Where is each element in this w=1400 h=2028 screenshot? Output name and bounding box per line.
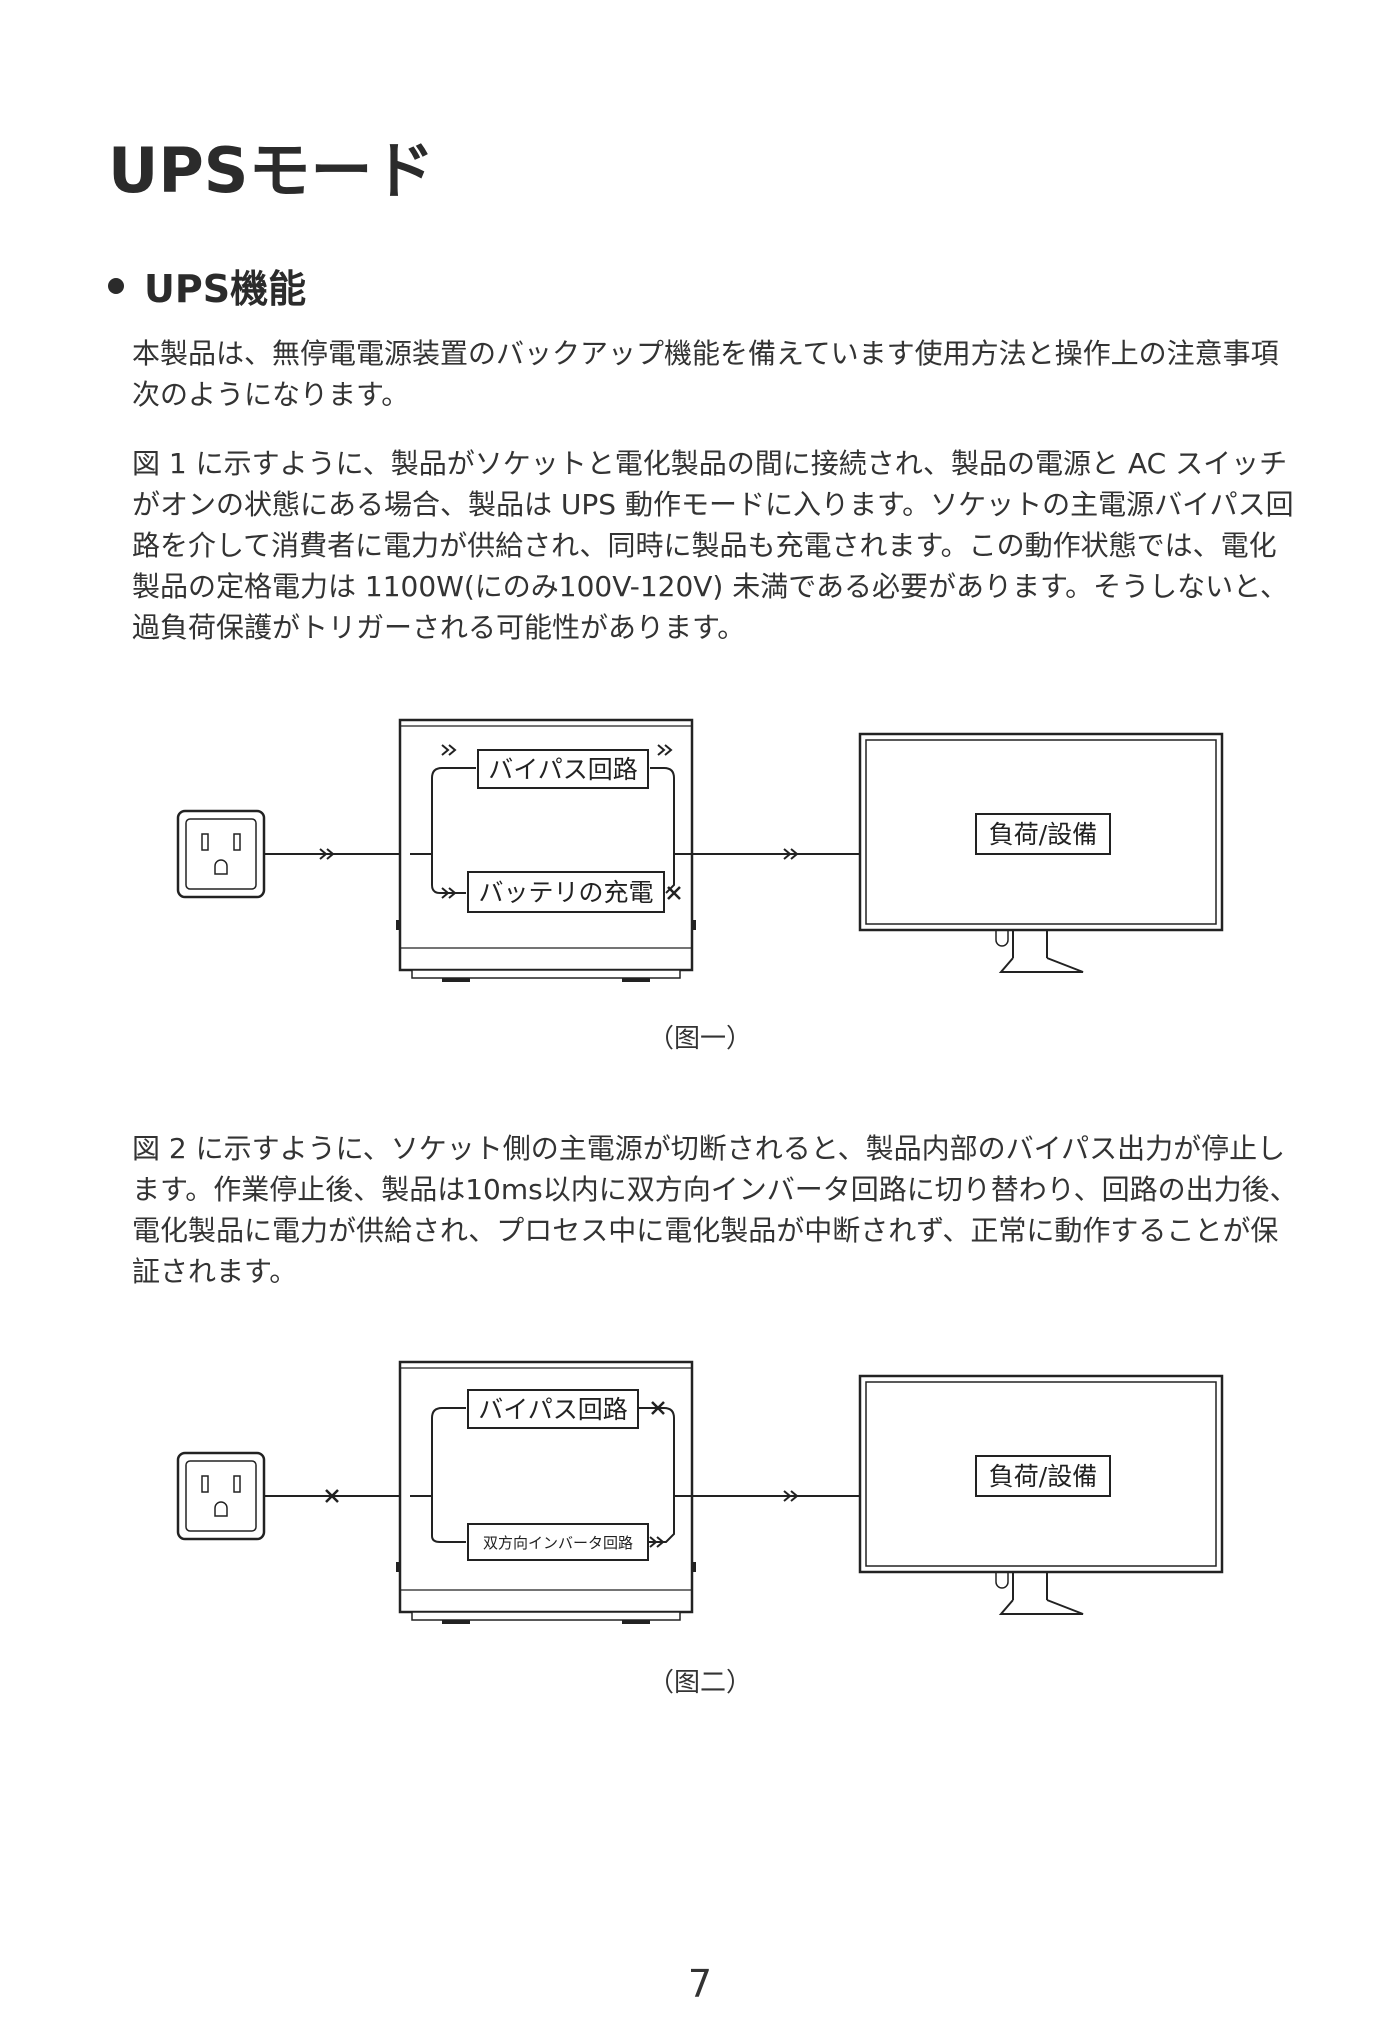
figure-1-diagram: バイパス回路 バッテリの充電 負荷/設備 [176,718,1224,982]
figure-2-diagram: バイパス回路 双方向インバータ回路 負荷/設備 [176,1360,1224,1624]
inverter-circuit-label: 双方向インバータ回路 [483,1534,633,1552]
bypass-circuit-label: バイパス回路 [488,755,638,784]
bullet-icon [108,277,124,294]
battery-charge-label: バッテリの充電 [478,878,653,907]
section-heading: UPS機能 [108,258,306,313]
figure1-description: 図 1 に示すように、製品がソケットと電化製品の間に接続され、製品の電源と AC… [132,447,1294,644]
wall-outlet-icon [176,809,266,899]
figure2-description: 図 2 に示すように、ソケット側の主電源が切断されると、製品内部のバイパス出力が… [132,1132,1298,1288]
load-equipment-label: 負荷/設備 [989,820,1097,849]
section-heading-text: UPS機能 [144,267,307,311]
figure-1-caption: （图一） [647,1024,752,1054]
intro-paragraph: 本製品は、無停電電源装置のバックアップ機能を備えています使用方法と操作上の注意事… [132,337,1279,411]
wall-outlet-icon [176,1451,266,1541]
figure-2-caption: （图二） [647,1668,752,1698]
load-equipment-label: 負荷/設備 [989,1462,1097,1491]
bypass-circuit-label: バイパス回路 [478,1395,628,1424]
page-title: UPSモード [108,134,435,207]
ups-unit-icon [396,1360,696,1624]
page-number: 7 [687,1962,713,2006]
